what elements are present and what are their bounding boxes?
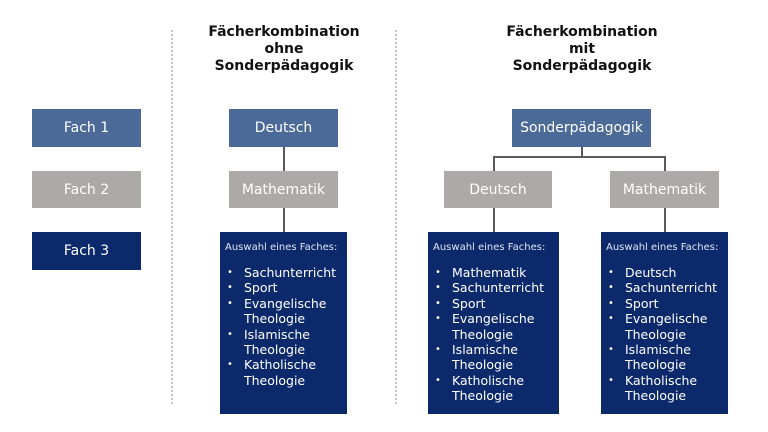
- list-item: •Sport: [608, 295, 659, 311]
- bullet-icon: •: [227, 359, 233, 371]
- choice-list: •Mathematik •Sachunterricht •Sport •Evan…: [433, 265, 553, 404]
- bullet-icon: •: [435, 313, 441, 325]
- divider-right: [395, 30, 397, 404]
- without-fach3-choice-box: Auswahl eines Faches: •Sachunterricht •S…: [220, 232, 347, 414]
- legend-label: Fach 2: [63, 181, 110, 198]
- connector: [581, 147, 583, 157]
- bullet-icon: •: [227, 328, 233, 340]
- with-fach2-box-mathematik: Mathematik: [610, 171, 719, 208]
- box-label: Mathematik: [241, 181, 326, 198]
- list-item: •Islamische Theologie: [608, 342, 691, 373]
- with-fach1-box: Sonderpädagogik: [512, 109, 651, 147]
- connector: [493, 156, 665, 158]
- choice-list: •Sachunterricht •Sport •Evangelische The…: [225, 265, 341, 388]
- box-label: Sonderpädagogik: [520, 120, 643, 136]
- list-item: •Evangelische Theologie: [608, 311, 708, 342]
- with-fach3-choice-box-right: Auswahl eines Faches: •Deutsch •Sachunte…: [601, 232, 728, 414]
- box-label: Deutsch: [254, 120, 313, 136]
- bullet-icon: •: [227, 297, 233, 309]
- choice-header: Auswahl eines Faches:: [225, 242, 338, 253]
- bullet-icon: •: [227, 282, 233, 294]
- list-item: •Sport: [227, 280, 278, 296]
- list-item: •Deutsch: [608, 265, 677, 280]
- bullet-icon: •: [435, 297, 441, 309]
- title-line: mit: [568, 41, 596, 57]
- title-line: Sonderpädagogik: [512, 58, 652, 74]
- list-item: •Sachunterricht: [227, 265, 337, 280]
- connector: [664, 208, 666, 232]
- list-item: •Mathematik: [435, 265, 527, 280]
- bullet-icon: •: [608, 267, 614, 278]
- connector: [493, 208, 495, 232]
- title-without-sonderpaedagogik: Fächerkombination ohne Sonderpädagogik: [190, 24, 378, 75]
- legend-label: Fach 1: [63, 120, 110, 136]
- list-item: •Katholische Theologie: [435, 372, 525, 404]
- bullet-icon: •: [608, 297, 614, 309]
- bullet-icon: •: [608, 344, 614, 356]
- box-label: Mathematik: [622, 181, 707, 198]
- title-line: Sonderpädagogik: [214, 58, 354, 74]
- list-item: •Islamische Theologie: [435, 342, 518, 373]
- legend-fach-1: Fach 1: [32, 109, 141, 147]
- bullet-icon: •: [608, 374, 614, 386]
- bullet-icon: •: [435, 374, 441, 386]
- bullet-icon: •: [435, 282, 441, 294]
- with-fach3-choice-box-left: Auswahl eines Faches: •Mathematik •Sachu…: [428, 232, 559, 414]
- list-item: •Evangelische Theologie: [435, 311, 535, 342]
- legend-label: Fach 3: [63, 243, 110, 259]
- choice-header: Auswahl eines Faches:: [433, 242, 546, 253]
- title-with-sonderpaedagogik: Fächerkombination mit Sonderpädagogik: [488, 24, 676, 75]
- connector: [283, 147, 285, 171]
- list-item: •Sachunterricht: [608, 280, 718, 296]
- without-fach2-box: Mathematik: [229, 171, 338, 208]
- bullet-icon: •: [227, 267, 233, 278]
- bullet-icon: •: [435, 267, 441, 278]
- title-line: Fächerkombination: [208, 24, 360, 40]
- with-fach2-box-deutsch: Deutsch: [444, 171, 552, 208]
- list-item: •Sachunterricht: [435, 280, 545, 296]
- connector: [664, 156, 666, 171]
- connector: [493, 156, 495, 171]
- choice-list: •Deutsch •Sachunterricht •Sport •Evangel…: [606, 265, 722, 404]
- list-item: •Sport: [435, 295, 486, 311]
- list-item: •Katholische Theologie: [608, 372, 698, 404]
- without-fach1-box: Deutsch: [229, 109, 338, 147]
- box-label: Deutsch: [469, 181, 527, 198]
- bullet-icon: •: [435, 344, 441, 356]
- bullet-icon: •: [608, 282, 614, 294]
- list-item: •Katholische Theologie: [227, 357, 317, 388]
- list-item: •Evangelische Theologie: [227, 295, 327, 327]
- list-item: •Islamische Theologie: [227, 326, 310, 358]
- divider-left: [171, 30, 173, 404]
- legend-fach-3: Fach 3: [32, 232, 141, 270]
- connector: [283, 208, 285, 232]
- title-line: ohne: [264, 41, 304, 57]
- choice-header: Auswahl eines Faches:: [606, 242, 719, 253]
- legend-fach-2: Fach 2: [32, 171, 141, 208]
- bullet-icon: •: [608, 313, 614, 325]
- title-line: Fächerkombination: [506, 24, 658, 40]
